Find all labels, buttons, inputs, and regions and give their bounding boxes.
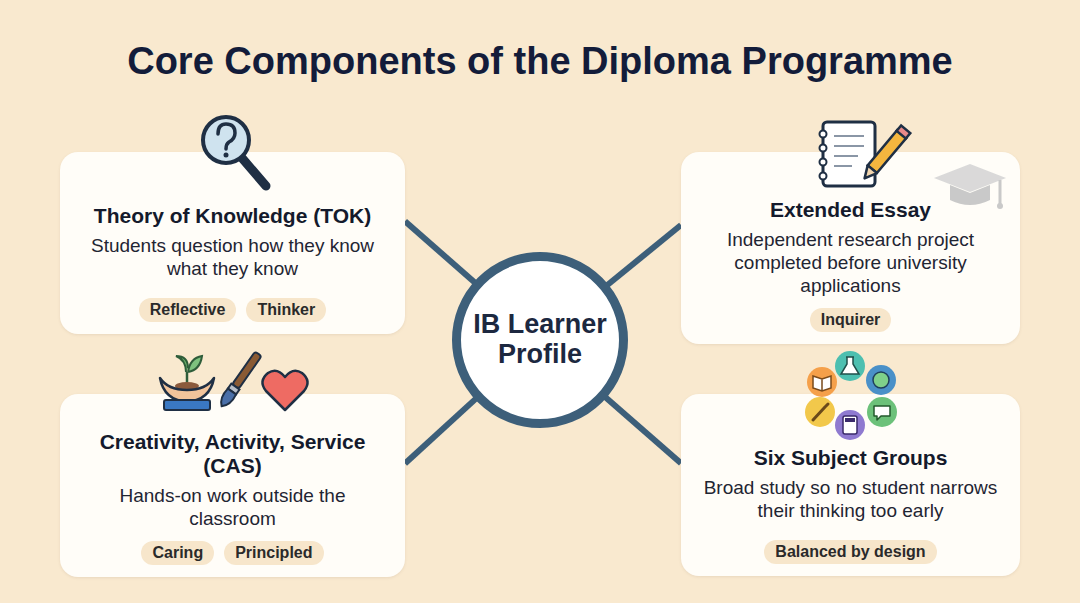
node-heading: Theory of Knowledge (TOK)	[94, 204, 371, 228]
trait-tag: Balanced by design	[764, 540, 936, 564]
tag-row: Balanced by design	[764, 530, 936, 564]
node-body: Broad study so no student narrows their …	[697, 476, 1004, 522]
notebook-icon	[820, 122, 911, 186]
hub-circle: IB Learner Profile	[452, 252, 628, 428]
trait-tag: Caring	[141, 541, 214, 565]
tag-label: Reflective	[150, 301, 226, 318]
diagram-title: Core Components of the Diploma Programme	[0, 40, 1080, 83]
tag-label: Balanced by design	[775, 543, 925, 560]
tag-row: Caring Principled	[141, 531, 323, 565]
connector-line	[606, 225, 681, 286]
graduation-cap-icon	[934, 164, 1006, 209]
trait-tag: Reflective	[139, 298, 237, 322]
node-body: Students question how they know what the…	[88, 234, 378, 280]
tag-label: Thinker	[257, 301, 315, 318]
connector-line	[405, 221, 476, 284]
magnifier-icon	[203, 117, 266, 186]
node-heading: Six Subject Groups	[754, 446, 948, 470]
tag-label: Principled	[235, 544, 312, 561]
tag-row: Inquirer	[810, 298, 892, 332]
node-body: Independent research project completed b…	[701, 228, 1001, 298]
node-heading: IB Learner Profile	[470, 310, 610, 369]
trait-tag: Inquirer	[810, 308, 892, 332]
subject-icons	[805, 351, 897, 440]
node-heading: Extended Essay	[770, 198, 931, 222]
cas-icons	[160, 351, 308, 410]
component-card: Creativity, Activity, Service (CAS) Hands…	[60, 394, 405, 577]
connector-line	[405, 397, 477, 463]
trait-tag: Principled	[224, 541, 323, 565]
node-heading: Creativity, Activity, Service (CAS)	[76, 430, 389, 478]
component-card: Theory of Knowledge (TOK) Students questi…	[60, 152, 405, 334]
node-body: Hands-on work outside the classroom	[83, 484, 383, 530]
tag-row: Reflective Thinker	[139, 288, 326, 322]
tag-label: Inquirer	[821, 311, 881, 328]
connector-line	[604, 396, 681, 463]
trait-tag: Thinker	[246, 298, 326, 322]
tag-label: Caring	[152, 544, 203, 561]
